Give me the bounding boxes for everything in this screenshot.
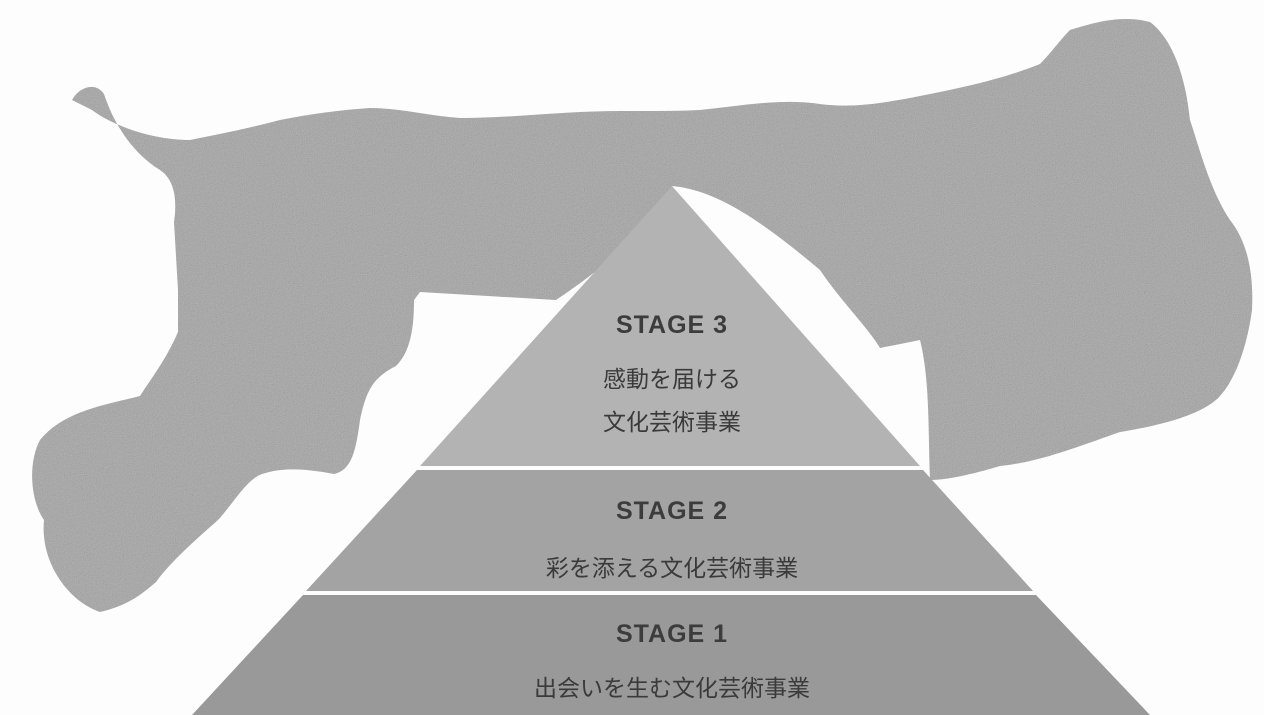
stage-2-title: STAGE 2 — [616, 497, 728, 525]
stage-3-title: STAGE 3 — [616, 311, 728, 339]
stage-3-description-line-2: 文化芸術事業 — [603, 410, 741, 436]
stage-1-title: STAGE 1 — [616, 620, 728, 648]
stage-1-tier — [192, 595, 1150, 715]
stage-3-tier — [420, 186, 920, 466]
stage-1-description: 出会いを生む文化芸術事業 — [534, 676, 810, 702]
map-silhouette — [32, 19, 1253, 612]
stage-2-tier — [306, 470, 1033, 591]
stage-2-description: 彩を添える文化芸術事業 — [546, 556, 798, 582]
stage-3-description-line-1: 感動を届ける — [603, 367, 741, 393]
map-shape — [32, 19, 1253, 612]
pyramid: STAGE 3 感動を届ける 文化芸術事業 STAGE 2 彩を添える文化芸術事… — [192, 186, 1150, 715]
